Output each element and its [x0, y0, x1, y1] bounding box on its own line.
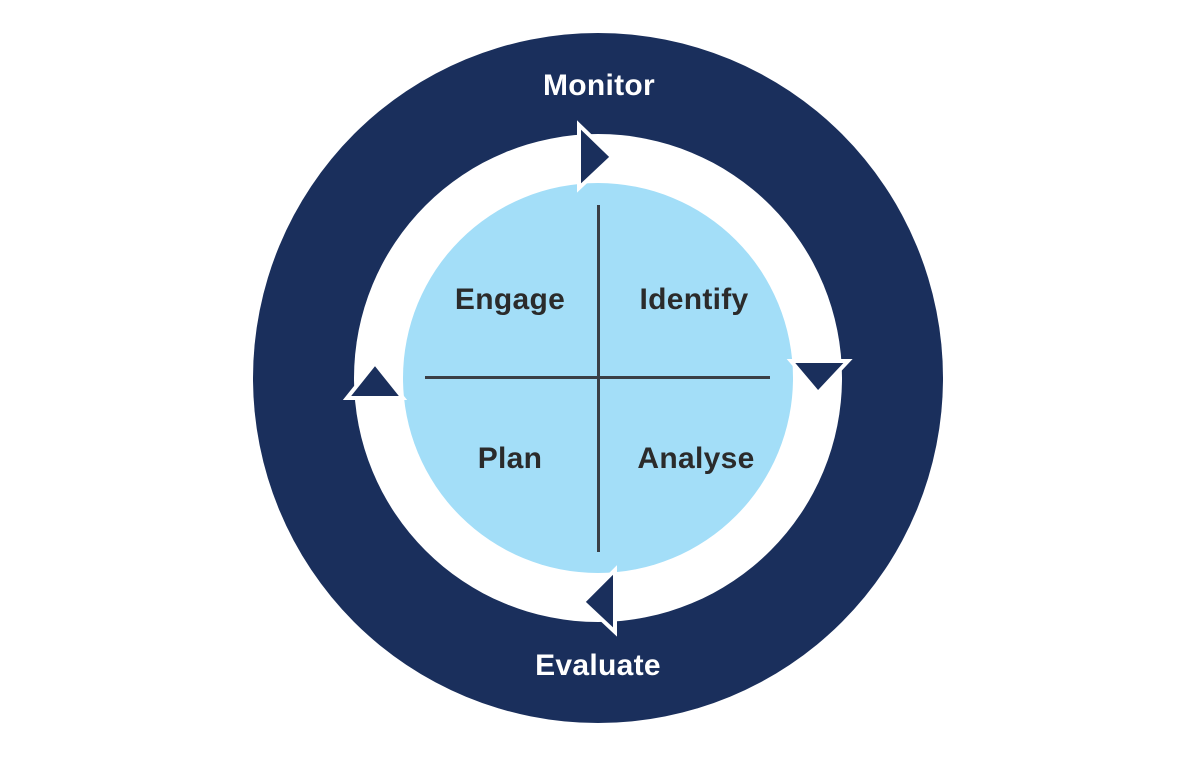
- cycle-label-evaluate: Evaluate: [535, 649, 661, 682]
- quadrant-label-analyse: Analyse: [637, 442, 755, 475]
- quadrant-label-identify: Identify: [639, 283, 749, 316]
- quadrant-label-plan: Plan: [477, 442, 543, 475]
- horizontal-divider-line: [425, 376, 770, 379]
- quadrant-label-engage: Engage: [454, 283, 566, 316]
- cycle-label-monitor: Monitor: [542, 69, 656, 102]
